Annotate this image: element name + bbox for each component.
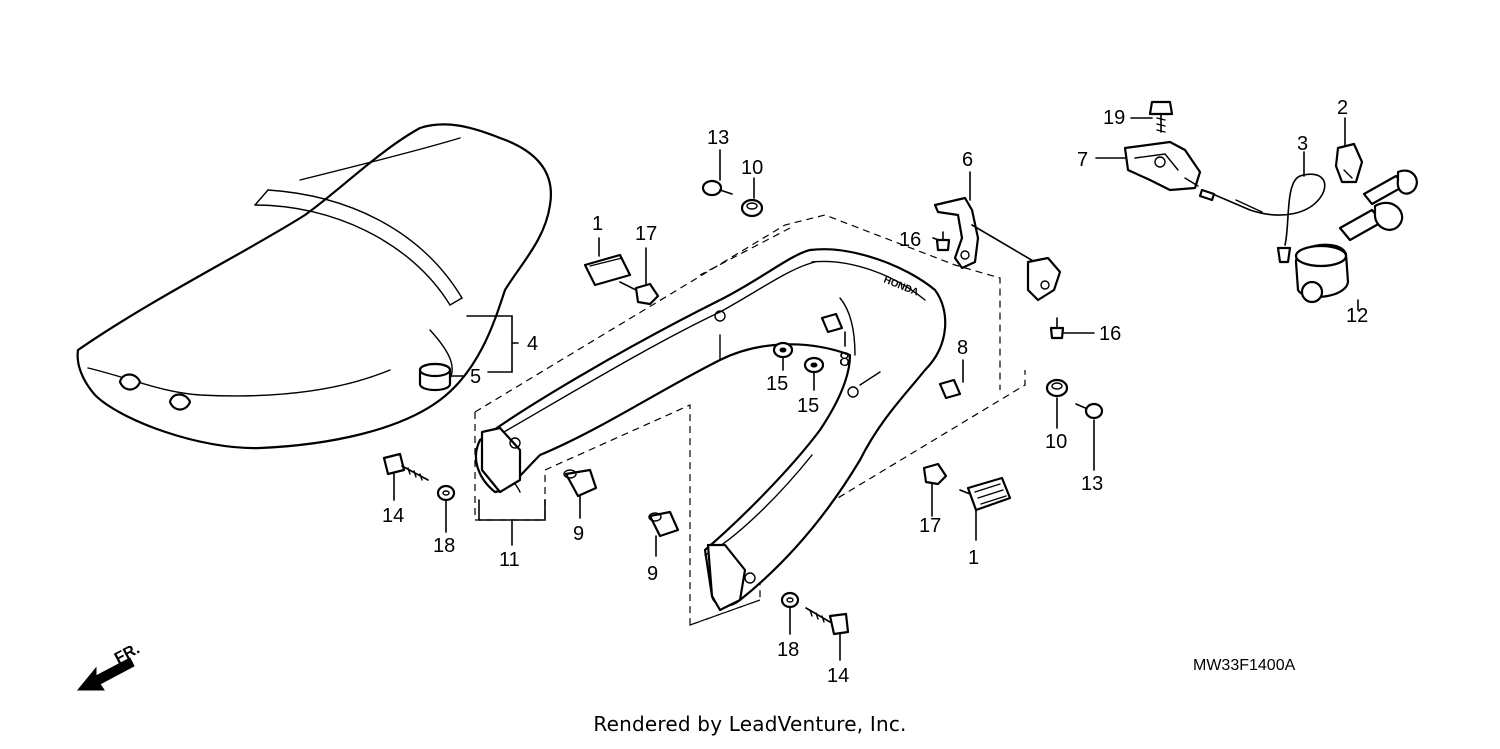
washer-part-18-left[interactable] — [436, 484, 456, 502]
screw-part-13-right[interactable] — [1075, 402, 1104, 420]
callout-15-lower: 15 — [797, 395, 819, 417]
front-direction-arrow: FR. — [76, 640, 143, 691]
rubber-pad-part-1-left[interactable] — [583, 253, 632, 287]
callout-7: 7 — [1077, 149, 1088, 171]
nut-part-17-right[interactable] — [922, 462, 948, 486]
callout-11: 11 — [499, 549, 520, 571]
bracket-rod-part-6[interactable] — [933, 196, 1062, 302]
rubber-pad-part-1-right[interactable] — [959, 476, 1012, 512]
callout-12: 12 — [1346, 305, 1368, 327]
clip-nut-part-8-right[interactable] — [938, 378, 962, 400]
cable-clip-part-2[interactable] — [1334, 142, 1364, 184]
collar-part-9-right[interactable] — [648, 510, 680, 538]
seat-lock-cable-part-3[interactable] — [1198, 173, 1326, 264]
bolt-part-14-bottom[interactable] — [805, 607, 850, 636]
seat-latch-part-7[interactable] — [1123, 140, 1202, 192]
callout-19: 19 — [1103, 107, 1125, 129]
callout-5: 5 — [470, 366, 481, 388]
screw-part-16-upper[interactable] — [935, 231, 951, 252]
washer-part-15-upper[interactable] — [772, 341, 794, 359]
callout-2: 2 — [1337, 97, 1348, 119]
callout-10-right: 10 — [1045, 431, 1067, 453]
callout-8-upper: 8 — [839, 349, 850, 371]
diagram-code-label: MW33F1400A — [1193, 657, 1296, 674]
callout-numbers: 1 1 2 3 4 5 6 7 8 8 9 9 10 10 11 12 13 1… — [382, 97, 1368, 687]
washer-part-18-bottom[interactable] — [780, 591, 800, 609]
callout-9-left: 9 — [573, 523, 584, 545]
seat-cushion-part-5[interactable] — [418, 362, 452, 392]
callout-10-top: 10 — [741, 157, 763, 179]
nut-part-17-left[interactable] — [619, 281, 660, 306]
seat-cowl-illustration[interactable]: HONDA — [474, 248, 947, 612]
callout-15-upper: 15 — [766, 373, 788, 395]
callout-6: 6 — [962, 149, 973, 171]
callout-9-right: 9 — [647, 563, 658, 585]
assembly-outline — [474, 214, 1026, 626]
callout-14-bottom: 14 — [827, 665, 849, 687]
front-marker-text: FR. — [112, 640, 143, 667]
clip-nut-part-8-upper[interactable] — [820, 312, 844, 334]
callout-13-right: 13 — [1081, 473, 1103, 495]
callout-13-top: 13 — [707, 127, 729, 149]
callout-17-right: 17 — [919, 515, 941, 537]
callout-16-upper: 16 — [899, 229, 921, 251]
callout-8-right: 8 — [957, 337, 968, 359]
grommet-part-10-right[interactable] — [1045, 378, 1069, 398]
leader-lines — [393, 117, 1359, 661]
callout-3: 3 — [1297, 133, 1308, 155]
bolt-part-19[interactable] — [1148, 100, 1174, 133]
bolt-part-14-left[interactable] — [382, 452, 429, 481]
callout-18-left: 18 — [433, 535, 455, 557]
callout-17-left: 17 — [635, 223, 657, 245]
callout-1-right: 1 — [968, 547, 979, 569]
seat-lock-part-12[interactable] — [1294, 169, 1418, 304]
callout-14-left: 14 — [382, 505, 404, 527]
seat-illustration[interactable] — [76, 123, 552, 450]
callout-4: 4 — [527, 333, 538, 355]
callout-16-lower: 16 — [1099, 323, 1121, 345]
footer-credit: Rendered by LeadVenture, Inc. — [593, 712, 907, 736]
collar-part-9-left[interactable] — [563, 468, 598, 498]
grommet-part-10-top[interactable] — [740, 198, 764, 218]
screw-part-16-lower[interactable] — [1049, 317, 1065, 340]
screw-part-13-top[interactable] — [701, 179, 733, 197]
callout-1-left: 1 — [592, 213, 603, 235]
washer-part-15-lower[interactable] — [803, 356, 825, 374]
callout-18-bottom: 18 — [777, 639, 799, 661]
